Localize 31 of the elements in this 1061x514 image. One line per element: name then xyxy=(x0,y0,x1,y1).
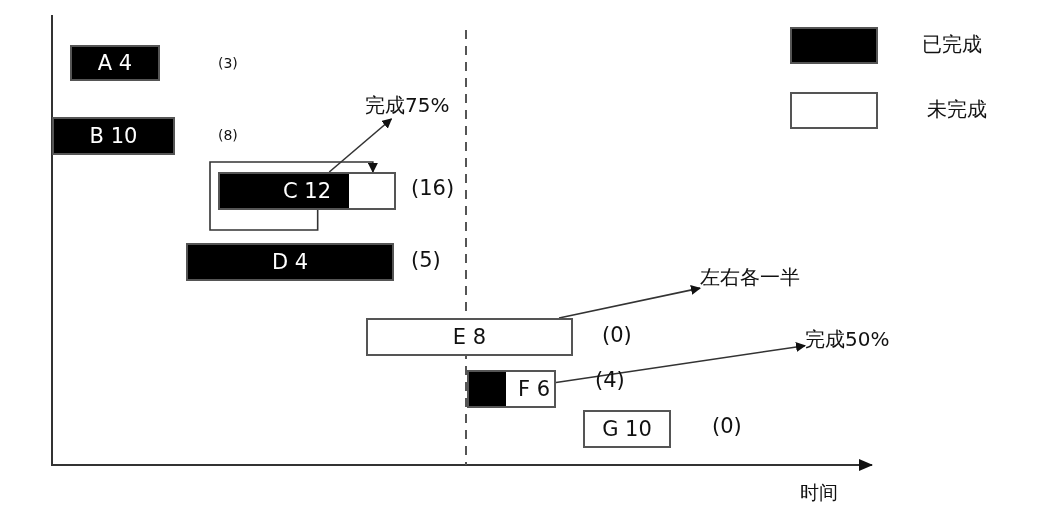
task-label: B 10 xyxy=(89,124,138,148)
float-value: (16) xyxy=(411,176,455,200)
task-bar xyxy=(186,243,394,281)
legend-label: 未完成 xyxy=(927,96,987,123)
arrow xyxy=(558,285,701,319)
annotation-text: 完成75% xyxy=(365,92,450,119)
task-label: C 12 xyxy=(282,179,332,203)
arrow xyxy=(209,161,378,231)
axis-label: 时间 xyxy=(800,480,838,505)
float-value: (8) xyxy=(218,127,238,143)
task-label: A 4 xyxy=(97,51,133,75)
task-label: F 6 xyxy=(517,377,550,401)
float-value: (5) xyxy=(411,248,441,272)
annotation-text: 左右各一半 xyxy=(700,264,800,291)
legend-label: 已完成 xyxy=(922,31,982,58)
task-label: G 10 xyxy=(602,417,652,441)
task-bar xyxy=(366,318,573,356)
float-value: (0) xyxy=(712,414,742,438)
float-value: (0) xyxy=(602,323,632,347)
task-bar xyxy=(218,172,396,210)
task-bar xyxy=(52,117,175,155)
annotation-text: 完成50% xyxy=(805,326,890,353)
task-bar xyxy=(467,370,556,408)
arrow xyxy=(328,118,393,173)
arrow xyxy=(555,342,806,384)
task-bar xyxy=(583,410,671,448)
task-bar xyxy=(70,45,160,81)
task-label: E 8 xyxy=(452,325,487,349)
task-label: D 4 xyxy=(271,250,309,274)
float-value: (4) xyxy=(595,368,625,392)
float-value: (3) xyxy=(218,55,238,71)
